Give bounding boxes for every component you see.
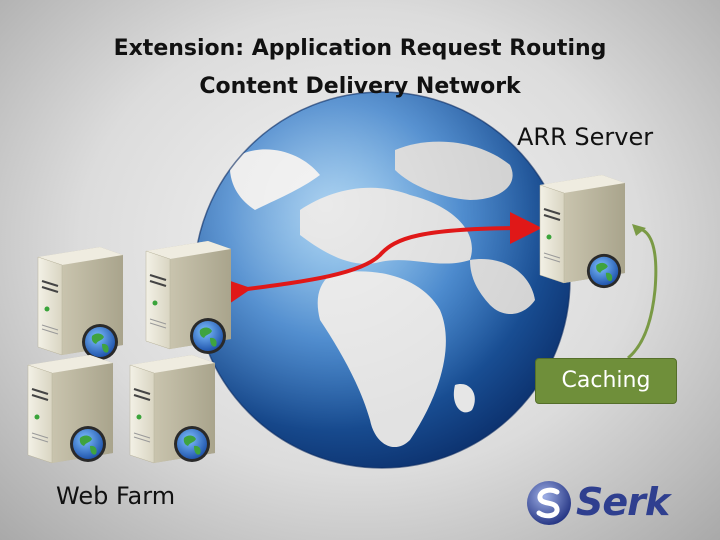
web-farm-server-4[interactable]	[128, 353, 217, 465]
web-globe-badge-icon	[190, 318, 226, 354]
title-line-1: Extension: Application Request Routing	[113, 36, 607, 61]
caching-label: Caching	[535, 358, 677, 404]
web-farm-server-3[interactable]	[26, 353, 115, 465]
route-arrow	[218, 212, 542, 309]
web-globe-badge-icon	[70, 426, 106, 462]
web-globe-badge-icon	[82, 324, 118, 360]
arr-server[interactable]	[538, 173, 627, 289]
serk-logo-mark-icon	[527, 481, 571, 525]
web-farm-label: Web Farm	[56, 482, 176, 510]
web-farm-server-1[interactable]	[36, 245, 125, 360]
globe-icon	[193, 91, 571, 469]
title-line-2: Content Delivery Network	[199, 74, 521, 99]
serk-logo-text: Serk	[576, 480, 670, 524]
arr-server-label: ARR Server	[517, 123, 654, 151]
web-globe-badge-icon	[174, 426, 210, 462]
serk-logo: Serk	[524, 478, 704, 528]
cache-loop-arrow	[627, 226, 658, 360]
web-farm-server-2[interactable]	[144, 239, 233, 354]
cache-loop-arrowhead	[632, 224, 646, 236]
web-globe-badge-icon	[586, 253, 622, 289]
